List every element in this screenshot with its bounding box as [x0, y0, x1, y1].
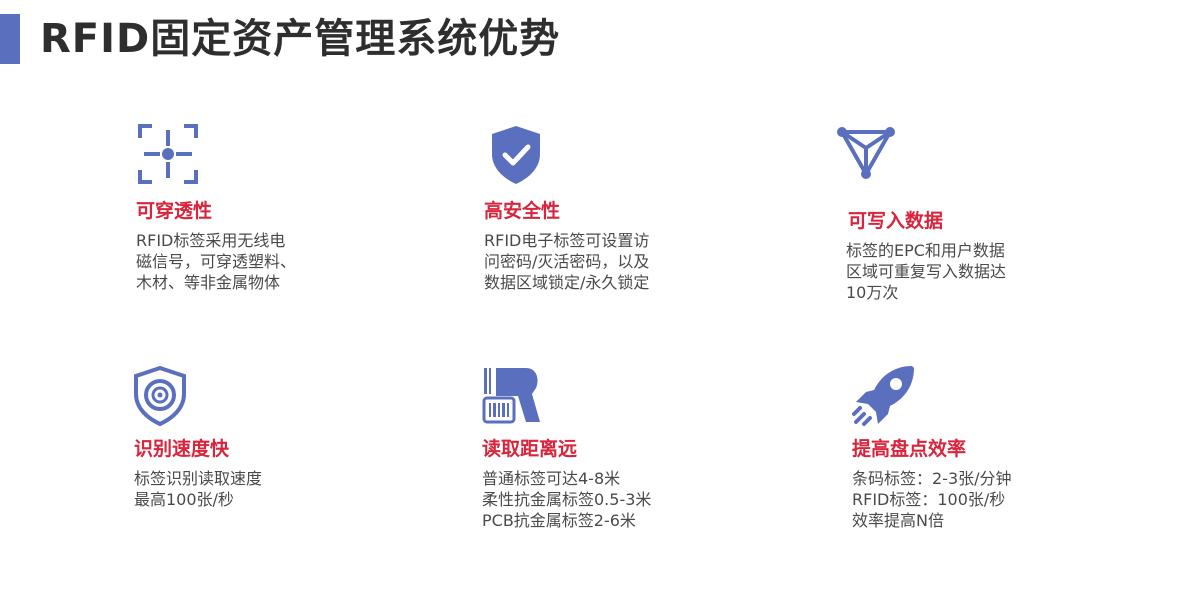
feature-title: 可穿透性 [136, 200, 213, 222]
shield-check-icon [484, 122, 548, 186]
scan-target-icon [136, 122, 200, 186]
feature-writable-data: 可写入数据 标签的EPC和用户数据 区域可重复写入数据达 10万次 [834, 122, 1006, 303]
feature-description: 标签的EPC和用户数据 区域可重复写入数据达 10万次 [846, 241, 1007, 302]
barcode-scanner-icon [482, 364, 546, 428]
feature-title: 识别速度快 [134, 438, 230, 460]
feature-description: 条码标签：2-3张/分钟 RFID标签：100张/秒 效率提高N倍 [852, 469, 1012, 530]
feature-recognition-speed: 识别速度快 标签识别读取速度 最高100张/秒 [134, 364, 262, 510]
feature-description: RFID电子标签可设置访 问密码/灭活密码，以及 数据区域锁定/永久锁定 [484, 231, 650, 292]
feature-read-distance: 读取距离远 普通标签可达4-8米 柔性抗金属标签0.5-3米 PCB抗金属标签2… [482, 364, 651, 531]
triangle-network-icon [834, 122, 898, 186]
feature-description: RFID标签采用无线电 磁信号，可穿透塑料、 木材、等非金属物体 [136, 231, 297, 292]
feature-title: 高安全性 [484, 200, 561, 222]
feature-description: 普通标签可达4-8米 柔性抗金属标签0.5-3米 PCB抗金属标签2-6米 [482, 469, 652, 530]
shield-target-icon [134, 364, 198, 428]
page-title: RFID固定资产管理系统优势 [40, 16, 561, 62]
rocket-icon [852, 364, 916, 428]
feature-title: 提高盘点效率 [852, 438, 967, 460]
feature-title: 可写入数据 [848, 210, 944, 232]
feature-inventory-efficiency: 提高盘点效率 条码标签：2-3张/分钟 RFID标签：100张/秒 效率提高N倍 [852, 364, 1012, 531]
title-accent-bar [0, 14, 20, 64]
feature-description: 标签识别读取速度 最高100张/秒 [134, 469, 263, 509]
feature-title: 读取距离远 [482, 438, 578, 460]
feature-security: 高安全性 RFID电子标签可设置访 问密码/灭活密码，以及 数据区域锁定/永久锁… [484, 122, 649, 293]
feature-penetrability: 可穿透性 RFID标签采用无线电 磁信号，可穿透塑料、 木材、等非金属物体 [136, 122, 296, 293]
